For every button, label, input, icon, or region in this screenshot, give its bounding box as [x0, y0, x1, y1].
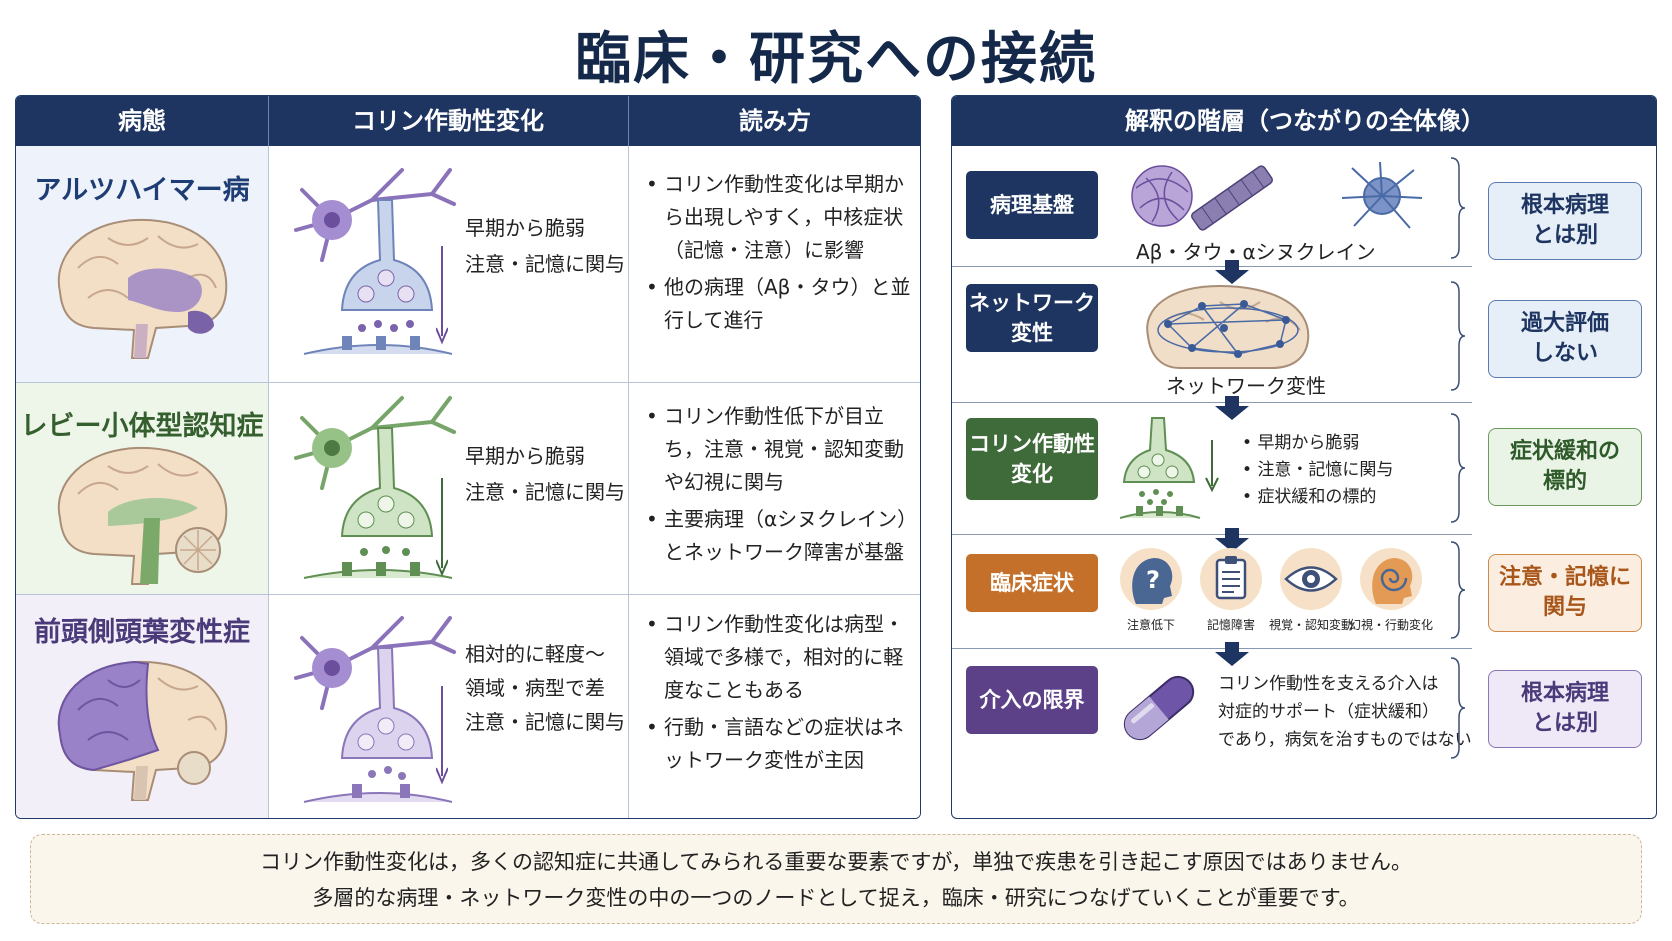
- arrow-down-icon: [1215, 396, 1249, 420]
- disease-name-dlb: レビー小体型認知症: [20, 411, 264, 442]
- synapse-ad-icon: [294, 168, 456, 355]
- arrow-down-icon: [1215, 642, 1249, 666]
- arrow-down-icon: [1215, 260, 1249, 284]
- synapse-dlb-icon: [294, 396, 456, 579]
- icon-label: 視覚・認知変動: [1268, 618, 1353, 632]
- icon-label: 幻視・行動変化: [1348, 618, 1433, 632]
- arrow-down-icon: [436, 686, 448, 785]
- synapse-icon: [1120, 417, 1219, 519]
- result-box-cholinergic: 症状緩和の 標的: [1488, 428, 1642, 506]
- cholinergic-bullets: 早期から脆弱 注意・記憶に関与 症状緩和の標的: [1242, 430, 1393, 511]
- header-reading: 読み方: [739, 107, 811, 135]
- change-line: 領域・病型で差: [465, 676, 605, 700]
- icon-label: 注意低下: [1126, 618, 1175, 632]
- reading-list: コリン作動性変化は早期から出現しやすく，中核症状（記憶・注意）に影響 他の病理（…: [642, 168, 914, 341]
- disease-name-ad: アルツハイマー病: [34, 175, 250, 206]
- icon-label: 記憶障害: [1206, 618, 1255, 632]
- layer-tag-network: ネットワーク 変性: [966, 284, 1098, 352]
- bullet-item: 症状緩和の標的: [1242, 484, 1393, 511]
- brace-icon: [1450, 413, 1465, 523]
- arrow-down-icon: [1215, 528, 1249, 552]
- change-line: 早期から脆弱: [465, 444, 585, 468]
- layer-caption-pathology: Aβ・タウ・αシヌクレイン: [1136, 240, 1376, 264]
- summary-line: コリン作動性変化は，多くの認知症に共通してみられる重要な要素ですが，単独で疾患を…: [259, 850, 1413, 874]
- reading-list: コリン作動性変化は病型・領域で多様で，相対的に軽度なこともある 行動・言語などの…: [642, 608, 914, 781]
- hallucination-icon: [1360, 548, 1422, 610]
- layer-tag-intervention: 介入の限界: [966, 666, 1098, 734]
- arrow-down-icon: [436, 478, 448, 577]
- disease-name-ftld: 前頭側頭葉変性症: [34, 617, 250, 648]
- reading-item: 行動・言語などの症状はネットワーク変性が主因: [642, 711, 914, 777]
- intervention-line: コリン作動性を支える介入は: [1218, 674, 1439, 694]
- brace-icon: [1450, 281, 1465, 391]
- brace-icon: [1450, 157, 1465, 259]
- brain-dlb-icon: [57, 446, 228, 585]
- intervention-line: 対症的サポート（症状緩和）: [1218, 702, 1439, 722]
- result-box-clinical: 注意・記憶に 関与: [1488, 554, 1642, 632]
- layer-tag-pathology: 病理基盤: [966, 171, 1098, 239]
- result-box-pathology: 根本病理 とは別: [1488, 182, 1642, 260]
- summary-note: コリン作動性変化は，多くの認知症に共通してみられる重要な要素ですが，単独で疾患を…: [30, 834, 1642, 924]
- reading-item: 他の病理（Aβ・タウ）と並行して進行: [642, 271, 914, 337]
- hierarchy-header: 解釈の階層（つながりの全体像）: [952, 96, 1656, 146]
- table-header: 病態 コリン作動性変化 読み方: [16, 96, 920, 146]
- reading-list: コリン作動性低下が目立ち，注意・視覚・認知変動や幻視に関与 主要病理（αシヌクレ…: [642, 400, 914, 573]
- reading-item: コリン作動性変化は病型・領域で多様で，相対的に軽度なこともある: [642, 608, 914, 707]
- brace-icon: [1450, 657, 1465, 759]
- eye-icon: [1280, 548, 1342, 610]
- reading-item: 主要病理（αシヌクレイン）とネットワーク障害が基盤: [642, 503, 914, 569]
- attention-icon: ?: [1120, 548, 1182, 610]
- svg-text:?: ?: [1146, 566, 1160, 594]
- hierarchy-panel: 解釈の階層（つながりの全体像） 病理基盤 Aβ・タウ・αシヌクレイン 根本病理 …: [951, 95, 1657, 819]
- reading-item: コリン作動性低下が目立ち，注意・視覚・認知変動や幻視に関与: [642, 400, 914, 499]
- layer-tag-cholinergic: コリン作動性 変化: [966, 418, 1098, 500]
- page-title: 臨床・研究への接続: [575, 27, 1097, 92]
- reading-item: コリン作動性変化は早期から出現しやすく，中核症状（記憶・注意）に影響: [642, 168, 914, 267]
- capsule-icon: [1123, 675, 1195, 741]
- memory-icon: [1200, 548, 1262, 610]
- table-row-ad: アルツハイマー病: [16, 146, 920, 382]
- disease-table: 病態 コリン作動性変化 読み方 アルツハイマー病: [15, 95, 921, 819]
- bullet-item: 注意・記憶に関与: [1242, 457, 1393, 484]
- intervention-line: であり，病気を治すものではない: [1218, 730, 1472, 750]
- bullet-item: 早期から脆弱: [1242, 430, 1393, 457]
- change-line: 注意・記憶に関与: [465, 252, 625, 276]
- synapse-ftld-icon: [294, 616, 456, 803]
- summary-line: 多層的な病理・ネットワーク変性の中の一つのノードとして捉え，臨床・研究につなげて…: [312, 886, 1360, 910]
- change-line: 相対的に軽度〜: [465, 642, 605, 666]
- change-line: 注意・記憶に関与: [465, 710, 625, 734]
- network-brain-icon: [1146, 284, 1310, 369]
- brain-ftld-icon: [57, 660, 228, 801]
- brace-icon: [1450, 541, 1465, 639]
- table-row-ftld: 前頭側頭葉変性症: [16, 594, 920, 818]
- header-cholinergic: コリン作動性変化: [352, 107, 544, 135]
- pathology-aggregates-icon: [1131, 161, 1423, 231]
- header-disease: 病態: [118, 107, 166, 135]
- layer-tag-clinical: 臨床症状: [966, 554, 1098, 612]
- result-box-network: 過大評価 しない: [1488, 300, 1642, 378]
- change-line: 注意・記憶に関与: [465, 480, 625, 504]
- layer-caption-network: ネットワーク変性: [1166, 374, 1326, 398]
- brain-ad-icon: [57, 218, 228, 359]
- arrow-down-icon: [436, 246, 448, 345]
- change-line: 早期から脆弱: [465, 216, 585, 240]
- result-box-intervention: 根本病理 とは別: [1488, 670, 1642, 748]
- table-row-dlb: レビー小体型認知症: [16, 382, 920, 594]
